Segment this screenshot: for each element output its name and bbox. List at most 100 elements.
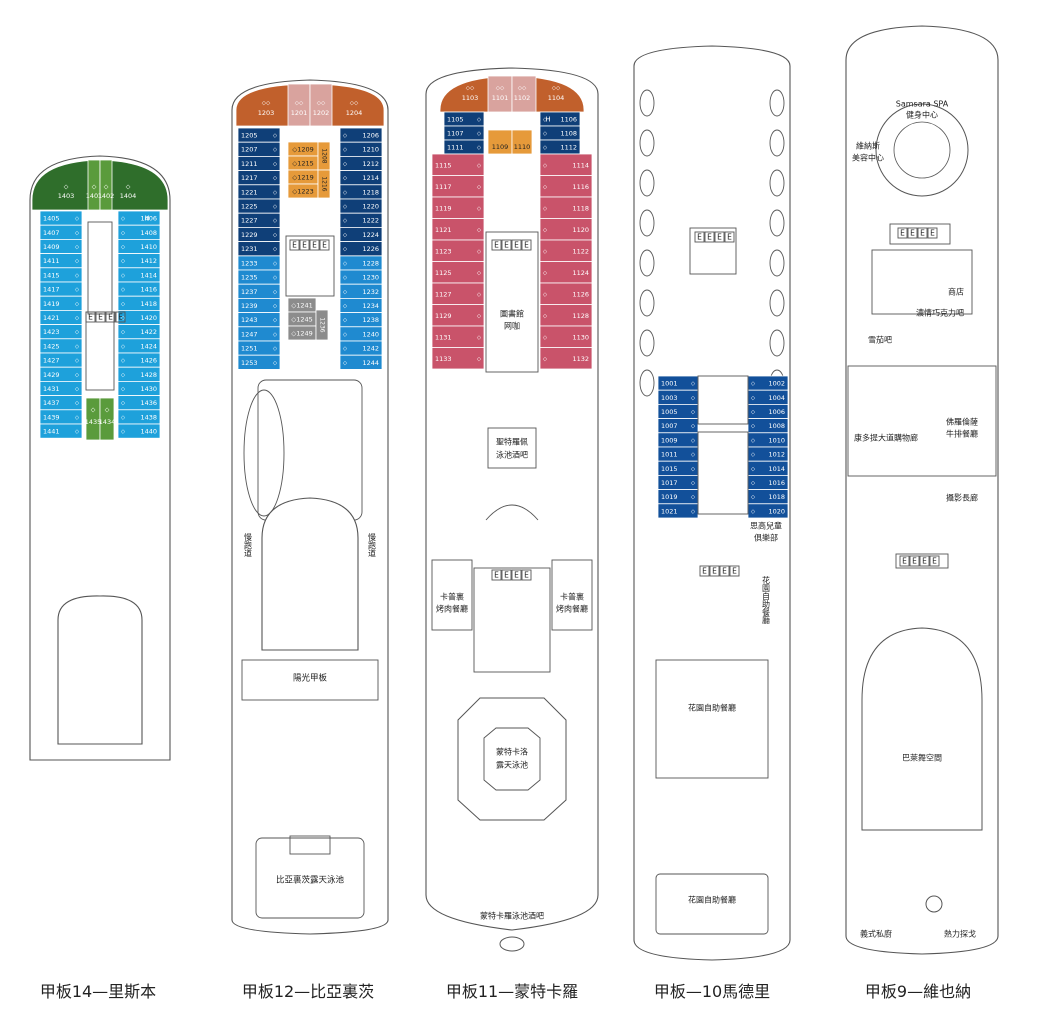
elevator-icon: E <box>302 241 307 250</box>
cabin-bed-icon: ◇ <box>273 147 278 153</box>
kids-club-label: 俱樂部 <box>754 533 778 543</box>
cabin-number: 1216 <box>321 176 328 191</box>
cabin-number: 1127 <box>435 290 452 298</box>
kids-club-label: 思高兒童 <box>750 521 782 531</box>
deck-11-pool <box>457 697 567 821</box>
cabin-number: 1212 <box>362 160 379 168</box>
deck-10-porthole <box>639 209 655 237</box>
cabin-bed-icon: ◇ <box>75 330 80 336</box>
cabin-number: 1441 <box>43 428 60 436</box>
ballroom-label: 巴萊舞空間 <box>902 753 942 763</box>
cabin-number: 1222 <box>362 217 379 225</box>
cabin-number: 1119 <box>435 204 452 212</box>
deck-11-left-cabin <box>431 347 485 370</box>
suite-number: 1204 <box>346 109 363 117</box>
cabin-bed-icon: ◇ <box>121 316 126 322</box>
deck-12-right-cabin <box>339 241 383 257</box>
cabin-bed-icon: ◇ <box>121 372 126 378</box>
cabin-bed-icon: ◇ <box>121 387 126 393</box>
cabin-bed-icon: ◇ <box>543 313 548 319</box>
deck-10-porthole <box>769 209 785 237</box>
cabin-number: 1425 <box>43 342 60 350</box>
cabin-number: 1427 <box>43 357 60 365</box>
cabin-number: 1117 <box>435 183 452 191</box>
cabin-bed-icon: ◇ <box>343 304 348 310</box>
cabin-bed-icon: ◇ <box>477 184 482 190</box>
cabin-bed-icon: ◇ <box>343 190 348 196</box>
cabin-number: 1236 <box>319 317 326 332</box>
cabin-number: 1020 <box>768 507 785 515</box>
cabin-number: 1107 <box>447 130 464 138</box>
elevator-icon: E <box>504 571 509 580</box>
cabin-bed-icon: ◇ <box>75 429 80 435</box>
cabin-bed-icon: ◇ <box>75 245 80 251</box>
cabin-bed-icon: ◇ <box>75 344 80 350</box>
pool-bar-aft-label: 蒙特卡羅泳池酒吧 <box>480 911 544 921</box>
cabin-bed-icon: ◇ <box>105 407 110 414</box>
cabin-number: 1247 <box>241 330 258 338</box>
cabin-bed-icon: ◇ <box>543 335 548 341</box>
cabin-number: 1426 <box>140 357 157 365</box>
salon-label: 美容中心 <box>852 153 884 163</box>
deck-10-elevator-box <box>714 231 725 243</box>
library-label: 圖書館 <box>500 309 524 319</box>
jogging-track-label: 慢跑道 <box>368 532 377 558</box>
cabin-number: 1123 <box>435 247 452 255</box>
suite-number: 1401 <box>86 192 103 200</box>
deck-10-elevator-box <box>694 231 705 243</box>
deck-9-shops <box>871 249 973 315</box>
deck-11-suite <box>487 75 513 113</box>
deck-12-pool-bar <box>289 835 331 855</box>
cabin-bed-icon: ◇ <box>75 216 80 222</box>
cabin-number: 1206 <box>362 132 379 140</box>
cabin-number: 1229 <box>241 231 258 239</box>
cabin-number: 1408 <box>140 229 157 237</box>
deck-9-aft-elevator-box <box>909 555 920 567</box>
deck-12-elevator-box <box>309 239 320 251</box>
cabin-bed-icon: ◇ <box>343 346 348 352</box>
deck-14-elevator-box <box>115 311 126 323</box>
cabin-bed-icon: ◇ <box>691 481 696 487</box>
cigar-bar-label: 雪茄吧 <box>868 335 892 345</box>
cabin-bed-icon: ◇◇ <box>317 101 326 107</box>
elevator-icon: E <box>322 241 327 250</box>
cabin-bed-icon: ◇ <box>543 270 548 276</box>
cabin-number: 1411 <box>43 257 60 265</box>
deck-11-elevator-box <box>501 239 512 251</box>
cabin-bed-icon: ◇ <box>121 301 126 307</box>
cabin-bed-icon: ◇ <box>104 184 109 191</box>
cabin-bed-icon: ◇ <box>543 184 548 190</box>
cabin-bed-icon: ◇ <box>691 509 696 515</box>
deck-11-pool-bar <box>487 427 537 469</box>
private-dining-label: 義式私廚 <box>860 929 892 939</box>
deck-10-atrium <box>697 375 749 425</box>
cabin-bed-icon: ◇ <box>477 131 482 137</box>
cabin-number: 1410 <box>140 243 157 251</box>
cabin-bed-icon: ◇ <box>343 318 348 324</box>
deck-12-sun-deck <box>241 659 379 701</box>
deck-11-elevator-box <box>491 239 502 251</box>
cabin-number: 1109 <box>492 143 509 151</box>
deck-10-porthole <box>639 129 655 157</box>
deck-10-forward-core <box>689 227 737 275</box>
cabin-bed-icon: ◇ <box>75 316 80 322</box>
cabin-number: 1438 <box>140 413 157 421</box>
cabin-bed-icon: ◇ <box>343 360 348 366</box>
cabin-number: 1205 <box>241 132 258 140</box>
cabin-bed-icon: ◇ <box>343 232 348 238</box>
suite-number: 1101 <box>492 94 509 102</box>
deck-14-atrium <box>87 221 113 315</box>
cabin-number: ◇1209 <box>292 146 314 154</box>
deck-10-porthole <box>639 249 655 277</box>
cabin-bed-icon: ◇ <box>75 230 80 236</box>
deck-12-caption: 甲板12—比亞裏茨 <box>241 982 375 1001</box>
cabin-bed-icon: ◇ <box>75 401 80 407</box>
cabin-bed-icon: ◇ <box>477 227 482 233</box>
deck-11-elevator-box <box>511 239 522 251</box>
cabin-bed-icon: ◇◇ <box>496 86 505 92</box>
cabin-number: 1009 <box>661 436 678 444</box>
cabin-bed-icon: ◇ <box>273 133 278 139</box>
cabin-bed-icon: ◇ <box>477 163 482 169</box>
deck-12-left-cabin <box>237 354 281 370</box>
elevator-icon: E <box>922 557 927 566</box>
